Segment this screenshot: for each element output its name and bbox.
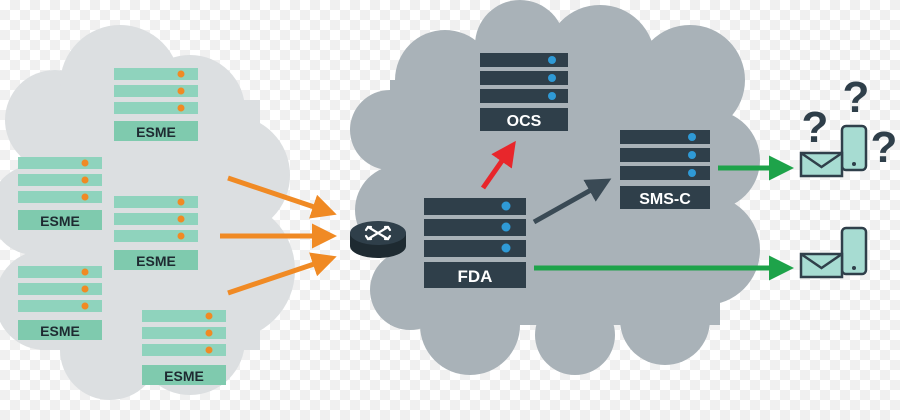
- envelope-icon: [799, 151, 844, 178]
- esme-label-3: ESME: [136, 253, 176, 269]
- phone-icon: [840, 226, 868, 276]
- smsc-server: SMS-C: [620, 130, 710, 209]
- ocs-server: OCS: [480, 53, 568, 131]
- esme-label-2: ESME: [40, 213, 80, 229]
- envelope-icon: [799, 252, 844, 279]
- orange-arrows: [220, 175, 337, 296]
- esme-server-5: ESME: [142, 310, 226, 385]
- fda-server: FDA: [424, 198, 526, 288]
- esme-label-4: ESME: [40, 323, 80, 339]
- ocs-label: OCS: [507, 113, 542, 130]
- esme-label-5: ESME: [164, 368, 204, 384]
- question-mark-icon-1: ?: [802, 103, 829, 152]
- red-arrow: [480, 140, 516, 190]
- phone-icon: [840, 124, 868, 172]
- upper-device: [799, 124, 868, 178]
- question-marks: ? ? ?: [802, 73, 898, 172]
- slate-arrow: [532, 178, 612, 225]
- fda-label: FDA: [458, 267, 493, 286]
- orange-arrow-1: [227, 175, 337, 219]
- esme-server-3: ESME: [114, 196, 198, 270]
- orange-arrow-3: [227, 252, 337, 296]
- esme-server-4: ESME: [18, 266, 102, 340]
- esme-server-1: ESME: [114, 68, 198, 141]
- esme-label-1: ESME: [136, 124, 176, 140]
- lower-device: [799, 226, 868, 279]
- question-mark-icon-2: ?: [843, 73, 870, 122]
- router-icon: [350, 221, 406, 258]
- smsc-label: SMS-C: [639, 191, 691, 208]
- esme-server-2: ESME: [18, 157, 102, 230]
- question-mark-icon-3: ?: [871, 123, 898, 172]
